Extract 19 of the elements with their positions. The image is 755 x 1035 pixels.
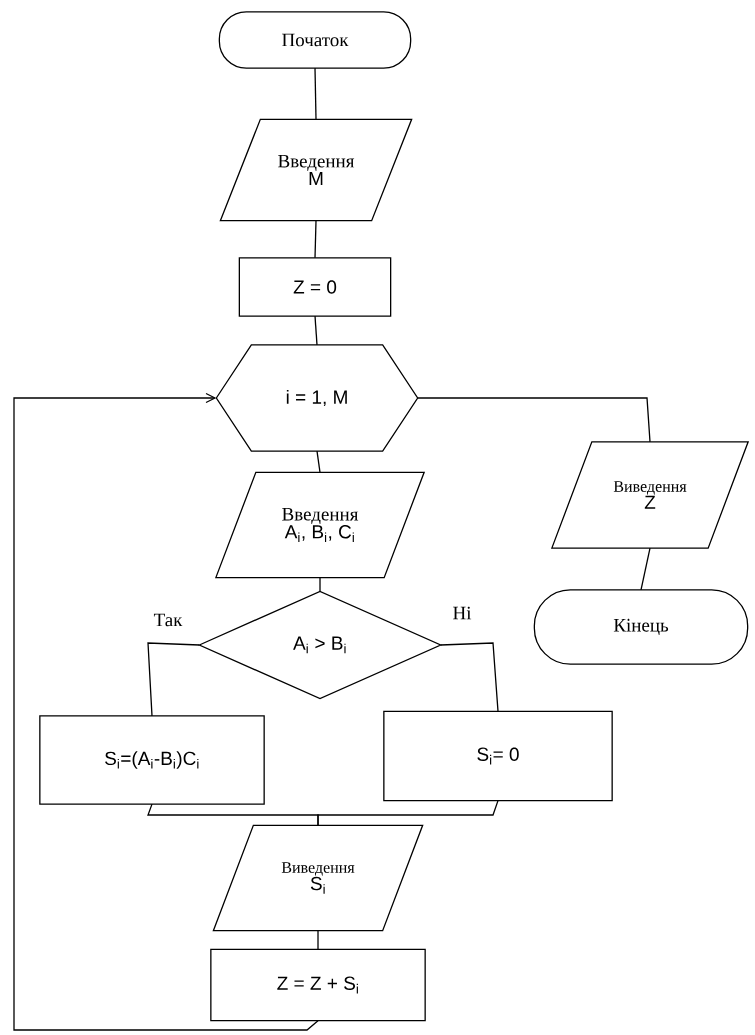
- connector-line: [314, 220, 317, 259]
- process-box: Z = Z + S$_{i}$: [210, 948, 426, 1022]
- connector-line: [316, 450, 321, 473]
- connector-line: [13, 392, 319, 1031]
- loop-hexagon: i = 1, M: [215, 344, 419, 452]
- connector-line: [440, 642, 499, 712]
- output-parallelogram: Виведення S$_{i}$: [212, 824, 424, 932]
- connector-line: [147, 642, 200, 717]
- connector-line: [317, 930, 319, 950]
- input-parallelogram: Введення M: [219, 118, 413, 222]
- connector-line: [640, 547, 651, 591]
- connector-line: [417, 397, 651, 443]
- process-box: S$_{i}$= 0: [383, 710, 613, 802]
- connector-line: [319, 577, 321, 592]
- connector-line: [317, 800, 499, 826]
- connector-line: [314, 315, 318, 346]
- process-box: Z = 0: [238, 257, 392, 317]
- process-box: S$_{i}$=(A$_{i}$-B$_{i}$)C$_{i}$: [39, 715, 265, 805]
- connector-line: [314, 67, 317, 120]
